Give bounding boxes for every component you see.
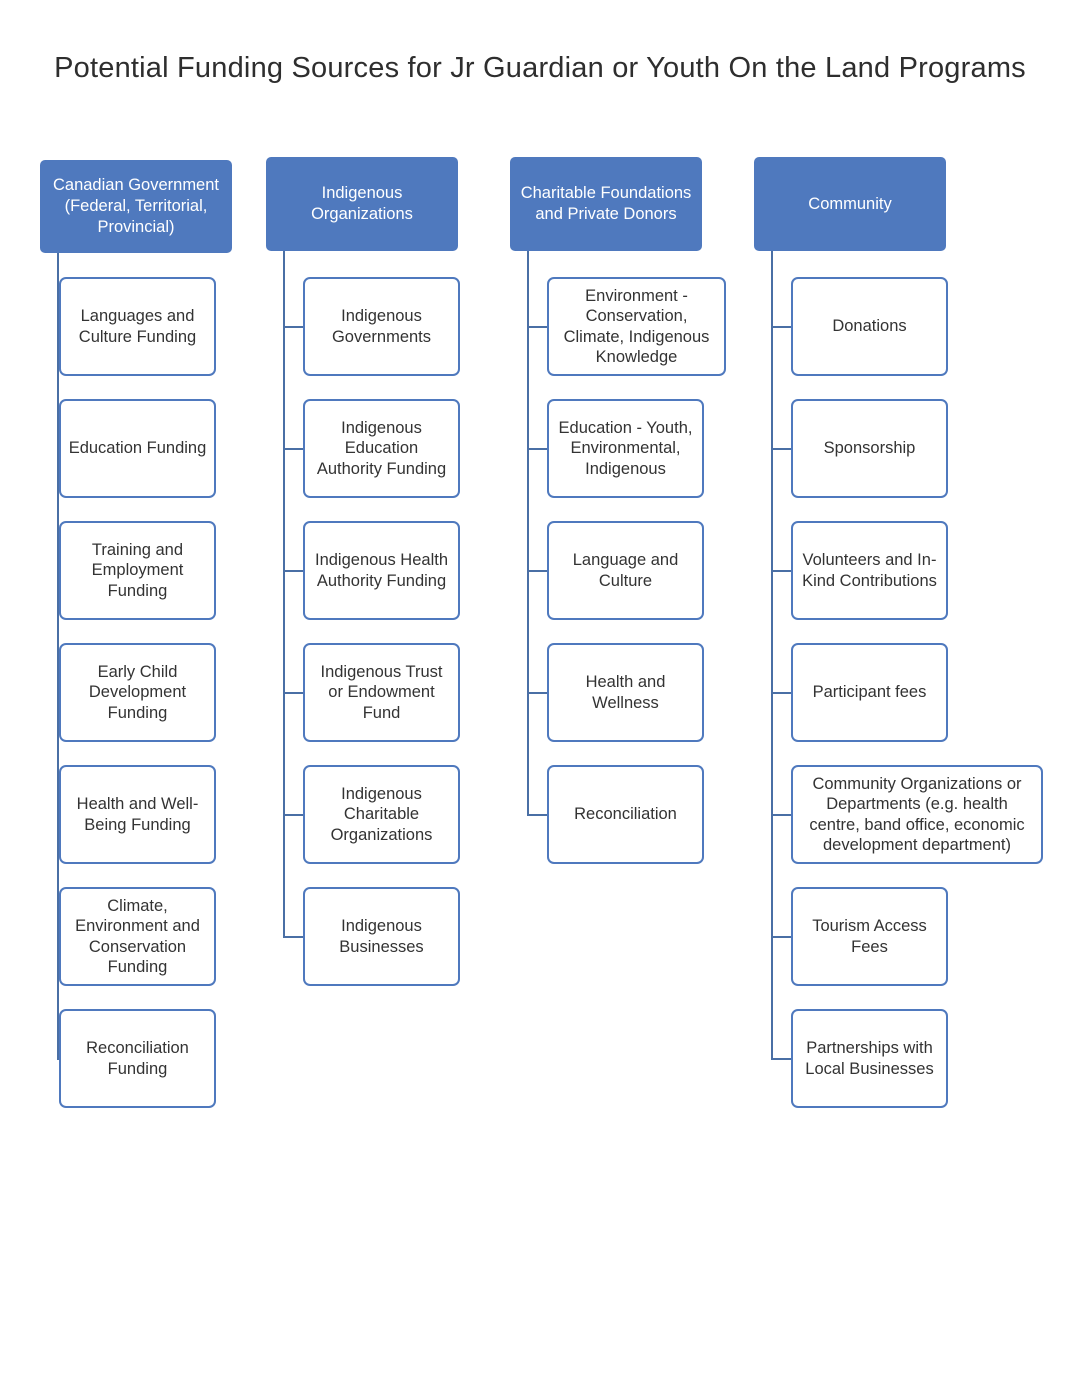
- funding-source-health-and-wellness: Health and Wellness: [547, 643, 704, 742]
- funding-source-participant-fees: Participant fees: [791, 643, 948, 742]
- funding-source-climate-environment-and-conservation-funding: Climate, Environment and Conservation Fu…: [59, 887, 216, 986]
- funding-source-languages-and-culture-funding: Languages and Culture Funding: [59, 277, 216, 376]
- connector-trunk: [771, 251, 773, 1060]
- connector-branch: [284, 935, 304, 938]
- page-title: Potential Funding Sources for Jr Guardia…: [54, 52, 1026, 84]
- column-header-3: Charitable Foundations and Private Donor…: [510, 157, 702, 251]
- funding-source-sponsorship: Sponsorship: [791, 399, 948, 498]
- connector-branch: [772, 691, 792, 694]
- connector-trunk: [57, 253, 59, 1060]
- funding-source-health-and-well-being-funding: Health and Well- Being Funding: [59, 765, 216, 864]
- connector-branch: [284, 813, 304, 816]
- column-header-1: Canadian Government (Federal, Territoria…: [40, 160, 232, 253]
- funding-source-training-and-employment-funding: Training and Employment Funding: [59, 521, 216, 620]
- connector-branch: [284, 569, 304, 572]
- funding-source-reconciliation: Reconciliation: [547, 765, 704, 864]
- funding-source-environment-conservation-climate-indigenous-knowledge: Environment - Conservation, Climate, Ind…: [547, 277, 726, 376]
- connector-branch: [528, 447, 548, 450]
- connector-branch: [772, 813, 792, 816]
- connector-branch: [528, 325, 548, 328]
- connector-branch: [284, 325, 304, 328]
- connector-branch: [284, 691, 304, 694]
- funding-source-indigenous-health-authority-funding: Indigenous Health Authority Funding: [303, 521, 460, 620]
- funding-source-volunteers-and-in-kind-contributions: Volunteers and In- Kind Contributions: [791, 521, 948, 620]
- connector-branch: [772, 569, 792, 572]
- column-header-4: Community: [754, 157, 946, 251]
- funding-source-partnerships-with-local-businesses: Partnerships with Local Businesses: [791, 1009, 948, 1108]
- column-header-2: Indigenous Organizations: [266, 157, 458, 251]
- funding-source-indigenous-education-authority-funding: Indigenous Education Authority Funding: [303, 399, 460, 498]
- connector-branch: [772, 447, 792, 450]
- connector-branch: [528, 813, 548, 816]
- funding-source-reconciliation-funding: Reconciliation Funding: [59, 1009, 216, 1108]
- connector-branch: [284, 447, 304, 450]
- funding-source-early-child-development-funding: Early Child Development Funding: [59, 643, 216, 742]
- connector-trunk: [283, 251, 285, 938]
- funding-source-indigenous-governments: Indigenous Governments: [303, 277, 460, 376]
- funding-source-donations: Donations: [791, 277, 948, 376]
- connector-branch: [772, 1057, 792, 1060]
- funding-source-indigenous-businesses: Indigenous Businesses: [303, 887, 460, 986]
- funding-source-education-youth-environmental-indigenous: Education - Youth, Environmental, Indige…: [547, 399, 704, 498]
- connector-branch: [528, 569, 548, 572]
- connector-trunk: [527, 251, 529, 816]
- funding-source-education-funding: Education Funding: [59, 399, 216, 498]
- funding-source-language-and-culture: Language and Culture: [547, 521, 704, 620]
- funding-source-tourism-access-fees: Tourism Access Fees: [791, 887, 948, 986]
- connector-branch: [528, 691, 548, 694]
- connector-branch: [772, 935, 792, 938]
- funding-source-indigenous-trust-or-endowment-fund: Indigenous Trust or Endowment Fund: [303, 643, 460, 742]
- connector-branch: [772, 325, 792, 328]
- funding-source-indigenous-charitable-organizations: Indigenous Charitable Organizations: [303, 765, 460, 864]
- funding-source-community-organizations-or-departments-e-g-health-centre-band-office-economic-development-department: Community Organizations or Departments (…: [791, 765, 1043, 864]
